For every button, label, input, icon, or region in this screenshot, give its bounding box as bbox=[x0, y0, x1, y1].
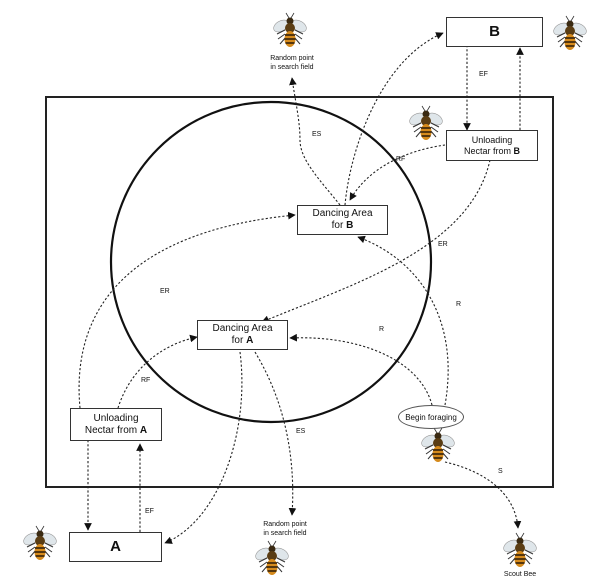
node-unloading-b: Unloading Nectar from B bbox=[446, 130, 538, 161]
dancing-a-line1: Dancing Area bbox=[212, 323, 273, 334]
edge-es-bottom bbox=[254, 351, 297, 516]
begin-foraging-label: Begin foraging bbox=[405, 412, 457, 422]
random-point-bottom-line1: Random point bbox=[263, 521, 307, 528]
random-point-bottom: Random point in search field bbox=[245, 520, 325, 538]
bee-icon bbox=[20, 525, 60, 561]
edge-label-ef-bottom: EF bbox=[145, 508, 154, 515]
edge-er-right bbox=[261, 159, 491, 323]
unloading-a-line1: Unloading bbox=[93, 412, 139, 424]
dancing-b-line1: Dancing Area bbox=[312, 208, 373, 219]
node-a: A bbox=[69, 532, 162, 562]
scout-bee-caption: Scout Bee bbox=[503, 571, 537, 578]
edge-label-rf-left: RF bbox=[141, 377, 151, 384]
node-b: B bbox=[446, 17, 543, 47]
bee-icon bbox=[418, 427, 458, 463]
edge-label-ef-top: EF bbox=[479, 71, 488, 78]
edge-label-r-right: R bbox=[456, 301, 462, 308]
dancing-a-line2: for A bbox=[231, 335, 254, 346]
random-point-top-line2: in search field bbox=[270, 64, 314, 71]
unloading-b-line2: Nectar from B bbox=[463, 145, 521, 156]
bee-icon bbox=[550, 15, 590, 51]
unloading-b-line1: Unloading bbox=[471, 134, 513, 145]
edge-r-right bbox=[357, 235, 449, 406]
edge-label-er-left: ER bbox=[160, 288, 170, 295]
bee-icon bbox=[270, 12, 310, 48]
edge-label-rf-top: RF bbox=[396, 156, 406, 163]
dancing-b-line2: for B bbox=[331, 220, 354, 231]
bee-icon bbox=[500, 532, 540, 568]
edge-label-es-bottom: ES bbox=[296, 428, 306, 435]
node-a-label: A bbox=[110, 538, 121, 555]
hive-boundary bbox=[45, 96, 554, 488]
edge-rf-top bbox=[349, 144, 446, 201]
bee-icon bbox=[406, 105, 446, 141]
random-point-top-line1: Random point bbox=[270, 55, 314, 62]
edge-label-er-right: ER bbox=[438, 241, 448, 248]
bee-icon bbox=[252, 540, 292, 576]
edge-dance-a-to-a bbox=[164, 351, 243, 544]
edge-r-mid bbox=[289, 333, 433, 406]
unloading-a-line2: Nectar from A bbox=[84, 424, 148, 436]
edge-es-top bbox=[289, 77, 341, 206]
node-dancing-a: Dancing Area for A bbox=[197, 320, 288, 350]
random-point-bottom-line2: in search field bbox=[263, 530, 307, 537]
edge-s bbox=[444, 461, 522, 529]
random-point-top: Random point in search field bbox=[252, 54, 332, 72]
edge-label-es-top: ES bbox=[312, 131, 322, 138]
edge-label-s: S bbox=[498, 468, 503, 475]
node-unloading-a: Unloading Nectar from A bbox=[70, 408, 162, 441]
node-dancing-b: Dancing Area for B bbox=[297, 205, 388, 235]
node-begin-foraging: Begin foraging bbox=[398, 405, 464, 429]
node-b-label: B bbox=[489, 23, 500, 40]
edge-rf-left bbox=[117, 334, 198, 409]
edge-label-r-mid: R bbox=[379, 326, 385, 333]
edge-er-left bbox=[78, 211, 296, 409]
dance-floor-circle bbox=[109, 100, 433, 424]
edge-dance-b-to-b bbox=[344, 32, 444, 206]
